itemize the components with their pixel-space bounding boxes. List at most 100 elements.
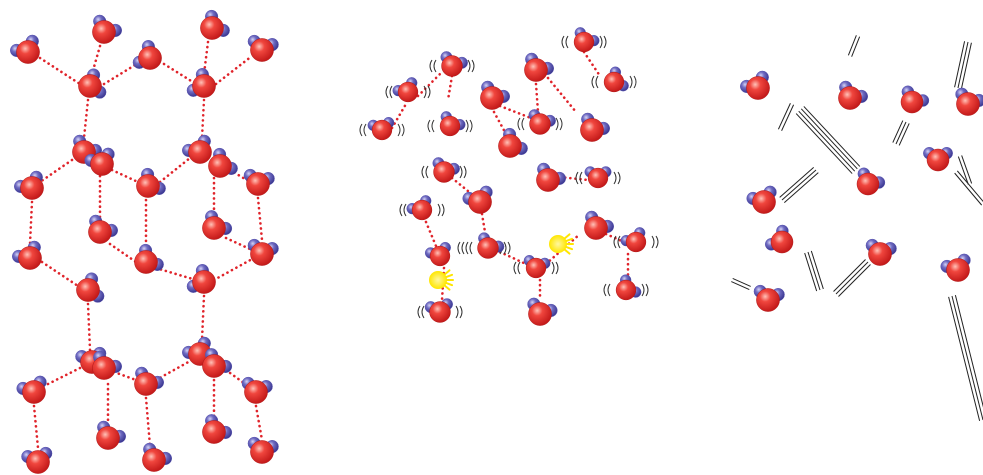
oxygen-atom	[202, 216, 226, 240]
hydrogen-bond	[492, 110, 508, 136]
vibration-arc	[607, 283, 611, 297]
water-molecule	[132, 40, 162, 70]
hydrogen-bond	[86, 302, 92, 352]
streak-line	[954, 41, 966, 88]
hydrogen-bond	[582, 50, 602, 78]
water-molecule	[480, 80, 510, 110]
oxygen-atom	[439, 115, 461, 137]
hydrogen-bond	[154, 266, 198, 282]
vibration-arc	[555, 261, 559, 275]
hydrogen-bond	[154, 358, 194, 382]
motion-streak	[948, 295, 983, 421]
vibration-arc	[633, 75, 637, 89]
vibration-arcs	[427, 119, 473, 133]
hydrogen-bond	[40, 260, 80, 288]
bond-break-flash	[549, 233, 574, 255]
oxygen-atom	[441, 55, 463, 77]
water-molecule	[247, 238, 279, 266]
oxygen-atom	[92, 20, 116, 44]
water-molecule	[439, 111, 466, 137]
oxygen-atom	[868, 242, 892, 266]
streak-line	[956, 170, 983, 203]
streak-line	[838, 264, 871, 297]
hydrogen-bond	[200, 98, 206, 140]
vibration-arc	[521, 117, 525, 131]
motion-streak	[833, 259, 871, 297]
gas-vapor-panel	[731, 35, 983, 421]
water-molecule	[856, 167, 886, 196]
oxygen-atom	[192, 74, 216, 98]
vibration-arc	[433, 59, 437, 73]
water-molecule	[78, 68, 107, 99]
vibration-arcs	[429, 59, 475, 73]
motion-streak	[779, 167, 819, 203]
water-molecule	[186, 264, 216, 294]
vibration-arcs	[591, 75, 637, 89]
vibration-arc	[645, 283, 649, 297]
motion-streak	[804, 250, 824, 292]
streak-line	[835, 261, 869, 295]
motion-streak	[957, 155, 973, 185]
motion-streak	[795, 106, 861, 174]
gas-molecules	[740, 70, 983, 312]
vibration-arc	[423, 85, 427, 99]
oxygen-atom	[136, 174, 160, 198]
flash-ray	[565, 246, 574, 251]
streak-line	[803, 106, 861, 167]
oxygen-atom	[580, 118, 604, 142]
vibration-arc	[421, 305, 425, 319]
water-molecule	[746, 185, 777, 214]
vibration-arcs	[359, 123, 405, 137]
vibration-arc	[359, 123, 363, 137]
hydrogen-bond	[424, 220, 438, 248]
hydrogen-bond	[28, 200, 34, 246]
water-molecule	[923, 146, 953, 172]
motion-streak	[954, 41, 972, 89]
water-molecule	[955, 87, 983, 116]
streak-line	[954, 295, 983, 408]
water-molecule	[940, 253, 971, 282]
water-molecule	[12, 240, 42, 270]
streak-line	[960, 42, 972, 89]
oxygen-atom	[250, 242, 274, 266]
vibration-arcs	[603, 283, 649, 297]
water-molecule	[498, 127, 528, 158]
vibration-arc	[363, 123, 367, 137]
hydrogen-bond	[224, 236, 254, 252]
vibration-arc	[467, 59, 471, 73]
hydrogen-bond	[108, 242, 138, 264]
hydrogen-bond	[158, 156, 192, 184]
vibration-arcs	[417, 305, 463, 319]
water-molecule	[753, 284, 785, 312]
hydrogen-bond	[416, 70, 444, 98]
streak-line	[895, 121, 907, 145]
streak-line	[798, 110, 856, 172]
flash-ray	[565, 237, 574, 242]
hydrogen-bond	[144, 396, 152, 448]
water-molecule	[615, 274, 642, 301]
liquid-vibration-marks	[359, 35, 659, 319]
flash-ray	[443, 284, 451, 291]
oxygen-atom	[838, 86, 862, 110]
streak-line	[795, 113, 853, 174]
hydrogen-bond	[256, 196, 264, 242]
water-molecule	[21, 446, 53, 474]
streak-line	[783, 172, 819, 203]
water-molecule	[96, 420, 126, 450]
streak-line	[833, 259, 866, 292]
hydrogen-bond	[390, 102, 408, 130]
water-molecule	[584, 166, 612, 189]
water-molecule	[462, 185, 493, 214]
motion-streak	[731, 277, 751, 291]
vibration-arc	[617, 171, 621, 185]
oxygen-atom	[244, 380, 268, 404]
vibration-arc	[517, 117, 521, 131]
hydrogen-bond	[32, 404, 40, 450]
water-molecule	[88, 214, 118, 244]
streak-line	[961, 155, 973, 184]
oxygen-atom	[573, 31, 595, 53]
oxygen-atom	[528, 302, 552, 326]
oxygen-atom	[188, 140, 212, 164]
hydrogen-bond	[38, 56, 82, 86]
water-molecule	[440, 51, 468, 77]
